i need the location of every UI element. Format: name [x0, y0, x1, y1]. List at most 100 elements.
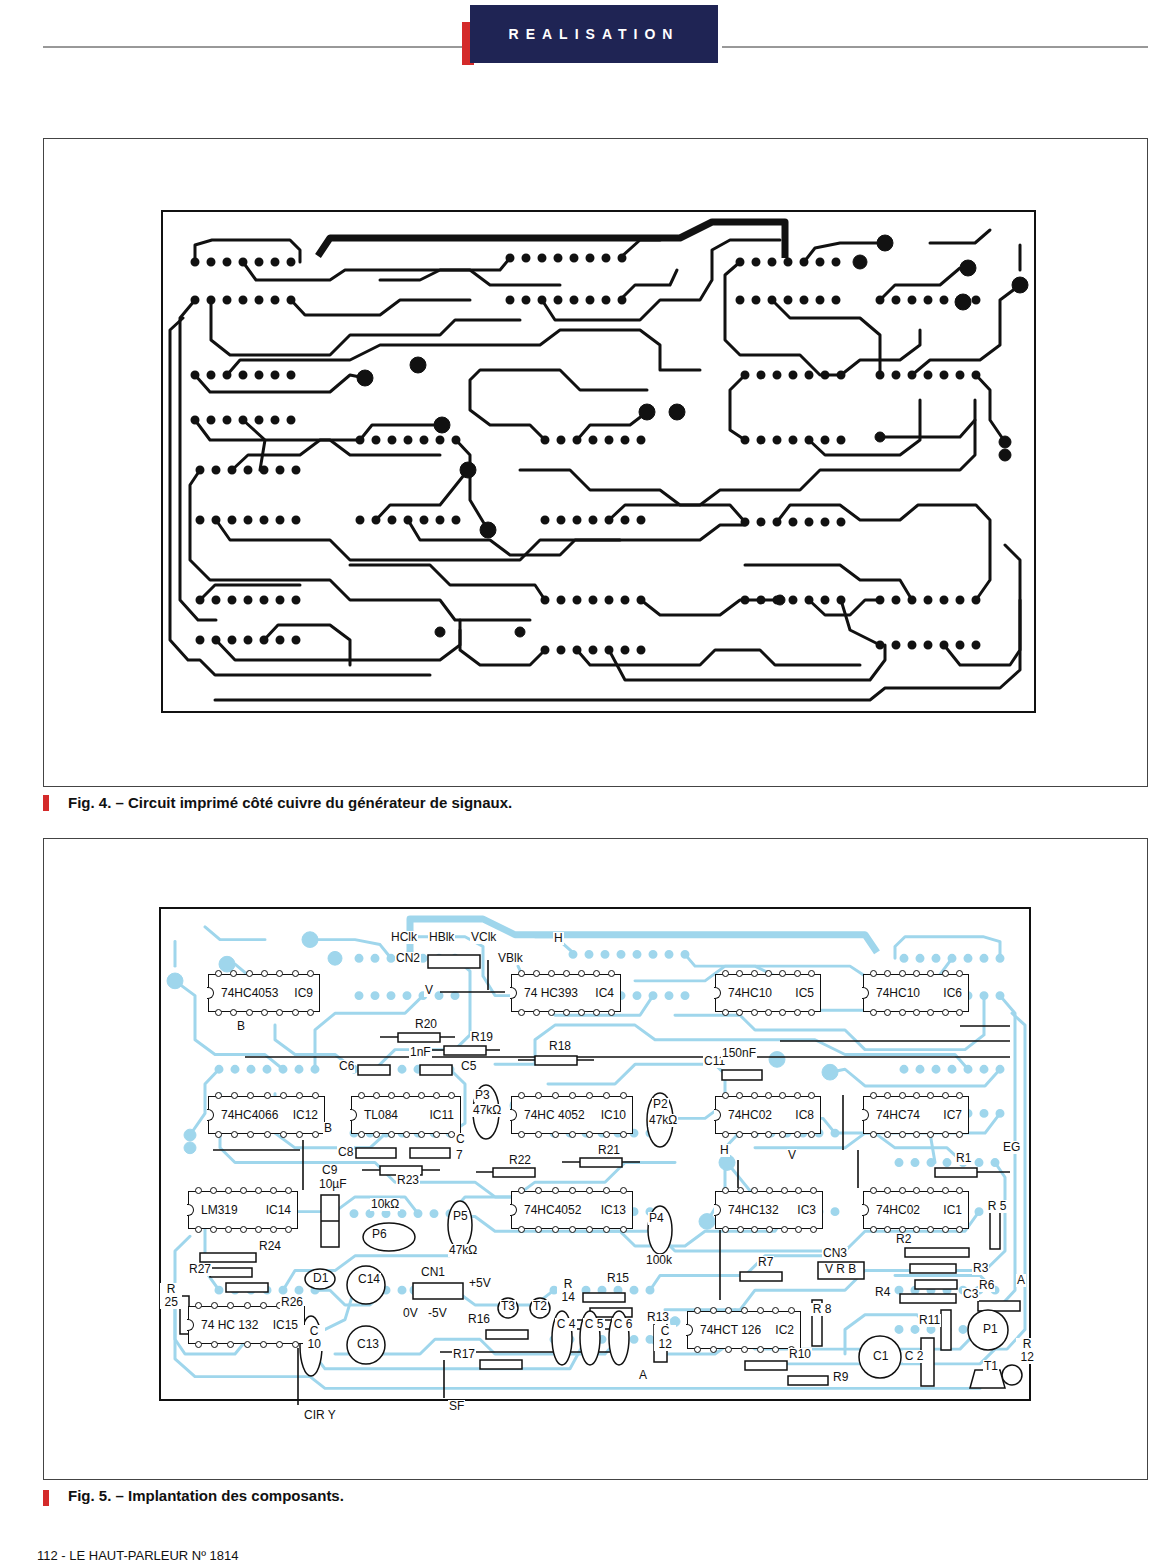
ic-pin: [280, 1131, 287, 1138]
ic-pin: [765, 970, 772, 977]
ic-pin: [548, 1009, 555, 1016]
section-title: REALISATION: [509, 26, 680, 42]
component-label: C14: [357, 1273, 381, 1286]
ic-pin: [956, 1187, 963, 1194]
ic-pin: [518, 970, 525, 977]
ic-type: 74HC4052: [524, 1203, 581, 1217]
ic-pin: [535, 1131, 542, 1138]
ic-pin: [781, 1187, 788, 1194]
ic-pin: [794, 1009, 801, 1016]
ic-pin: [927, 1009, 934, 1016]
ic-pin: [870, 1226, 877, 1233]
ic-package: 74HC4052IC13: [511, 1191, 633, 1229]
component-label: CIR Y: [303, 1409, 337, 1422]
ic-pin: [225, 1187, 232, 1194]
component-label: C8: [337, 1146, 354, 1159]
ic-pin: [870, 970, 877, 977]
component-label: R26: [280, 1296, 304, 1309]
ic-pin: [247, 1131, 254, 1138]
ic-pin: [884, 1009, 891, 1016]
component-label: C6: [338, 1060, 355, 1073]
ic-pin: [569, 1187, 576, 1194]
component-label: C: [455, 1133, 466, 1146]
ic-pin: [264, 1131, 271, 1138]
ic-pin: [899, 970, 906, 977]
ic-pin: [215, 1092, 222, 1099]
component-label: C3: [962, 1288, 979, 1301]
component-label: 47kΩ: [648, 1114, 678, 1127]
ic-pin: [722, 1131, 729, 1138]
ic-pin: [942, 1131, 949, 1138]
ic-pin: [225, 1226, 232, 1233]
ic-pin: [710, 1307, 717, 1314]
ic-pin: [608, 1009, 615, 1016]
ic-package: 74HC4066IC12: [208, 1096, 325, 1134]
ic-pin: [722, 1009, 729, 1016]
ic-package: 74HC 4052IC10: [511, 1096, 633, 1134]
ic-pin: [569, 1226, 576, 1233]
ic-pin: [276, 970, 283, 977]
ic-pin: [608, 970, 615, 977]
component-label: H: [553, 932, 564, 945]
ic-pin: [261, 970, 268, 977]
ic-pin: [227, 1341, 234, 1348]
ic-pin: [737, 1187, 744, 1194]
ic-pin: [736, 1092, 743, 1099]
component-label: R 12: [1016, 1338, 1038, 1364]
component-label: HBlk: [428, 931, 455, 944]
ic-pin: [433, 1131, 440, 1138]
ic-pin: [261, 1009, 268, 1016]
ic-notch: [862, 1204, 869, 1216]
ic-pin: [307, 970, 314, 977]
ic-package: 74HC10IC6: [863, 974, 969, 1012]
page-footer: 112 - LE HAUT-PARLEUR Nº 1814: [36, 1549, 240, 1563]
component-label: V R B: [824, 1263, 857, 1276]
ic-pin: [312, 1092, 319, 1099]
ic-pin: [927, 1131, 934, 1138]
ic-pin: [535, 1092, 542, 1099]
ic-package: 74HC4053IC9: [208, 974, 320, 1012]
ic-notch: [862, 987, 869, 999]
ic-pin: [736, 970, 743, 977]
component-label: R 5: [986, 1200, 1008, 1213]
ic-package: 74 HC393IC4: [511, 974, 621, 1012]
ic-reference: IC11: [430, 1108, 454, 1122]
component-label: T3: [500, 1300, 516, 1313]
component-label: V: [424, 984, 434, 997]
ic-package: TL084 IC11: [351, 1096, 461, 1134]
ic-pin: [246, 970, 253, 977]
ic-pin: [373, 1131, 380, 1138]
ic-pin: [751, 1187, 758, 1194]
ic-pin: [448, 1131, 455, 1138]
component-label: R1: [955, 1152, 972, 1165]
ic-type: TL084: [364, 1108, 398, 1122]
component-label: 10kΩ: [370, 1198, 400, 1211]
ic-reference: IC6: [943, 986, 962, 1000]
component-label: 100k: [645, 1254, 673, 1267]
component-label: P1: [982, 1323, 999, 1336]
ic-pin: [593, 970, 600, 977]
figure-caption: Fig. 4. – Circuit imprimé côté cuivre du…: [66, 794, 514, 811]
ic-pin: [552, 1226, 559, 1233]
ic-type: 74HC02: [728, 1108, 772, 1122]
ic-pin: [751, 1131, 758, 1138]
ic-notch: [714, 1109, 721, 1121]
ic-pin: [722, 1226, 729, 1233]
ic-reference: IC15: [273, 1318, 298, 1332]
ic-pin: [794, 1131, 801, 1138]
ic-pin: [757, 1346, 764, 1353]
ic-pin: [870, 1092, 877, 1099]
ic-pin: [737, 1226, 744, 1233]
ic-pin: [552, 1187, 559, 1194]
ic-pin: [548, 970, 555, 977]
ic-type: 74HC4066: [221, 1108, 278, 1122]
ic-pin: [913, 1187, 920, 1194]
ic-pin: [231, 1092, 238, 1099]
ic-pin: [899, 1092, 906, 1099]
ic-pin: [603, 1131, 610, 1138]
ic-pin: [593, 1009, 600, 1016]
ic-package: 74HC10IC5: [715, 974, 821, 1012]
ic-pin: [195, 1341, 202, 1348]
ic-pin: [211, 1341, 218, 1348]
